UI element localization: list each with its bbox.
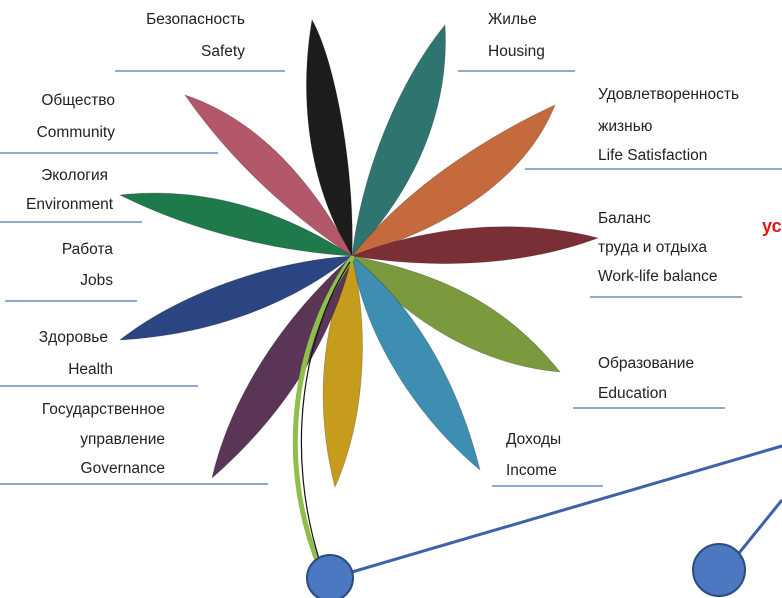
connector-line-main — [344, 444, 782, 576]
flower-stem — [292, 255, 355, 571]
connector-line-secondary — [733, 499, 782, 559]
accent-text-fragment: ус — [762, 216, 782, 236]
label-housing-en: Housing — [488, 43, 545, 60]
label-safety-ru: Безопасность — [146, 11, 245, 28]
connector-node-left — [306, 554, 354, 598]
label-safety-en: Safety — [201, 43, 245, 60]
label-governance-en: Governance — [81, 460, 165, 477]
petal-safety — [306, 18, 353, 258]
label-environment-ru: Экология — [41, 167, 108, 184]
label-governance-ru2: управление — [80, 431, 165, 448]
label-education-ru: Образование — [598, 355, 694, 372]
petal-health — [211, 254, 353, 480]
label-life-satisfaction-ru2: жизнью — [598, 118, 652, 135]
label-work-life-ru2: труда и отдыха — [598, 239, 707, 256]
label-health-en: Health — [68, 361, 113, 378]
label-work-life-ru1: Баланс — [598, 210, 651, 227]
label-jobs-ru: Работа — [62, 241, 114, 258]
petal-jobs — [118, 255, 354, 341]
label-community-ru: Общество — [41, 92, 115, 109]
label-education-en: Education — [598, 385, 667, 402]
label-community-en: Community — [37, 124, 116, 141]
label-environment-en: Environment — [26, 196, 114, 213]
label-life-satisfaction-en: Life Satisfaction — [598, 147, 707, 164]
petal-work-life — [350, 226, 600, 264]
label-housing-ru: Жилье — [488, 11, 537, 28]
petal-community — [183, 94, 354, 258]
label-rules — [0, 70, 782, 487]
petal-housing — [351, 23, 446, 258]
label-governance-ru1: Государственное — [42, 401, 165, 418]
label-income-ru: Доходы — [506, 431, 561, 448]
petal-life-satisfaction — [350, 104, 556, 257]
petal-education — [350, 255, 561, 373]
petal-income — [351, 255, 481, 472]
petals — [118, 18, 600, 489]
label-income-en: Income — [506, 462, 557, 479]
flower-stem-core — [300, 261, 351, 569]
label-jobs-en: Jobs — [80, 272, 113, 289]
connector-node-right — [692, 543, 746, 597]
label-work-life-en: Work-life balance — [598, 268, 717, 285]
petal-environment — [118, 192, 354, 257]
labels: Безопасность Safety Жилье Housing Общест… — [26, 11, 782, 479]
label-life-satisfaction-ru1: Удовлетворенность — [598, 86, 739, 103]
label-health-ru: Здоровье — [39, 329, 108, 346]
